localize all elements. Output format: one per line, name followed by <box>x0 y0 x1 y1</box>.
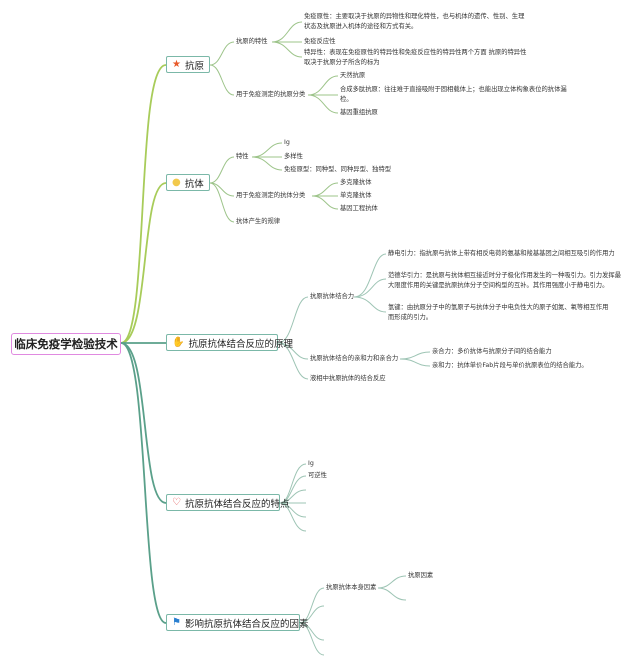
node-antibody-immunotype[interactable]: 免疫原型：同种型、同种异型、独特型 <box>284 166 392 173</box>
node-principle-affinity-desc[interactable]: 亲和力：抗体单价Fab片段与单价抗原表位的结合能力。 <box>432 362 588 369</box>
node-antigen-specificity[interactable]: 特异性：表现在免疫原性的特异性和免疫反应性的特异性两个方面 抗原的特异性取决于抗… <box>304 49 527 66</box>
hand-icon: ✋ <box>172 336 185 348</box>
node-antigen-immunogenicity[interactable]: 免疫原性：主要取决于抗原的异物性和理化特性，也与机体的遗传、性别、生理状态及抗原… <box>304 13 525 30</box>
branch-antibody-label: 抗体 <box>184 178 204 190</box>
node-principle-hydrogen[interactable]: 氢键：由抗原分子中的氢原子与抗体分子中电负性大的原子如氮、氧等相互作用而形成的引… <box>388 304 609 321</box>
node-principle-vdw[interactable]: 范德华引力：是抗原与抗体相互接近时分子极化作用发生的一种吸引力。引力发挥最大限度… <box>388 272 621 289</box>
star-icon: ★ <box>172 58 181 70</box>
node-antigen-reactivity[interactable]: 免疫反应性 <box>304 38 336 45</box>
node-antibody-engineered[interactable]: 基因工程抗体 <box>340 205 378 212</box>
branch-factors-label: 影响抗原抗体结合反应的因素 <box>184 618 309 630</box>
node-antigen-properties[interactable]: 抗原的特性 <box>236 38 268 45</box>
node-features-reversibility[interactable]: 可逆性 <box>308 472 327 479</box>
node-antibody-ig[interactable]: Ig <box>284 139 290 146</box>
node-principle-liquid[interactable]: 液相中抗原抗体的结合反应 <box>310 375 386 382</box>
node-antibody-properties[interactable]: 特性 <box>236 153 249 160</box>
branch-antigen[interactable]: ★ 抗原 <box>166 56 210 73</box>
connector-root-antigen <box>120 64 167 344</box>
root-node[interactable]: 临床免疫学检验技术 <box>11 333 121 355</box>
branch-antigen-label: 抗原 <box>184 60 204 72</box>
branch-antibody[interactable]: ● 抗体 <box>166 174 210 191</box>
node-factors-antigen[interactable]: 抗原因素 <box>408 572 434 579</box>
node-antigen-classes[interactable]: 用于免疫测定的抗原分类 <box>236 91 306 98</box>
node-antibody-monoclonal[interactable]: 单克隆抗体 <box>340 192 372 199</box>
flag-icon: ⚑ <box>172 616 181 628</box>
branch-principle-label: 抗原抗体结合反应的原理 <box>188 338 293 350</box>
heart-icon: ♡ <box>172 496 181 508</box>
node-antigen-synthetic[interactable]: 合成多肽抗原：往往难于直接吸附于固相载体上；也能出现立体构象表位的抗体漏检。 <box>340 86 567 103</box>
connector-root-antibody <box>120 182 167 344</box>
branch-principle[interactable]: ✋ 抗原抗体结合反应的原理 <box>166 334 293 351</box>
node-principle-avidity[interactable]: 亲合力：多价抗体与抗原分子间的结合能力 <box>432 348 552 355</box>
node-antibody-polyclonal[interactable]: 多克隆抗体 <box>340 179 372 186</box>
node-principle-affinity[interactable]: 抗原抗体结合的亲和力和亲合力 <box>310 355 399 362</box>
sun-icon: ● <box>172 176 181 188</box>
node-principle-forces[interactable]: 抗原抗体结合力 <box>310 293 355 300</box>
node-antibody-regularity[interactable]: 抗体产生的规律 <box>236 218 281 225</box>
node-antigen-natural[interactable]: 天然抗原 <box>340 72 366 79</box>
branch-features-label: 抗原抗体结合反应的特点 <box>184 498 290 510</box>
connector-root-factors <box>120 342 167 624</box>
node-features-ig[interactable]: Ig <box>308 460 314 467</box>
connector-root-features <box>120 342 167 504</box>
node-antigen-recombinant[interactable]: 基因重组抗原 <box>340 109 378 116</box>
branch-factors[interactable]: ⚑ 影响抗原抗体结合反应的因素 <box>166 614 308 631</box>
node-antibody-diversity[interactable]: 多样性 <box>284 153 303 160</box>
branch-features[interactable]: ♡ 抗原抗体结合反应的特点 <box>166 494 289 511</box>
node-antibody-classes[interactable]: 用于免疫测定的抗体分类 <box>236 192 306 199</box>
node-factors-self[interactable]: 抗原抗体本身因素 <box>326 584 377 591</box>
node-principle-electrostatic[interactable]: 静电引力：指抗原与抗体上带有相反电荷的氨基和羧基基团之间相互吸引的作用力 <box>388 250 615 257</box>
